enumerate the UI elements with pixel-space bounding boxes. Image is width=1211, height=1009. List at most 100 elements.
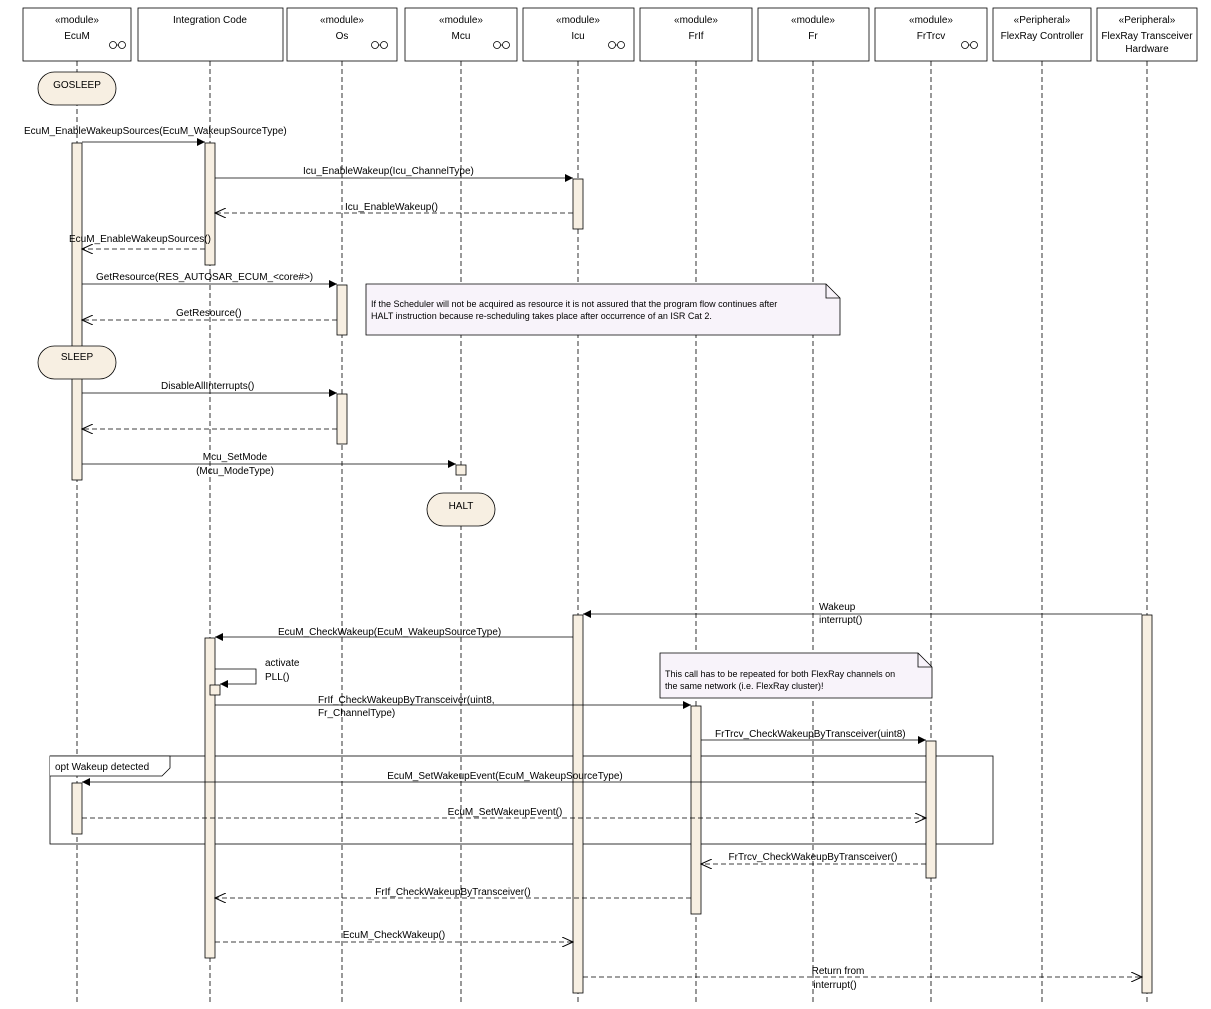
message-call: DisableAllInterrupts() — [82, 381, 337, 397]
lifelines — [76, 61, 1148, 1005]
message-label: Icu_EnableWakeup(Icu_ChannelType) — [303, 166, 474, 177]
state-sleep: SLEEP — [37, 345, 117, 380]
message-label-line2: interrupt() — [819, 615, 862, 626]
lifeline-header-ecum: «module» EcuM — [22, 7, 132, 62]
activation-os — [336, 284, 348, 336]
lifeline-header-frif: «module» FrIf — [639, 7, 753, 62]
lifeline-header-os: «module» Os — [286, 7, 398, 62]
activation-integration-code — [204, 637, 216, 959]
lifeline-header-flexray-controller: «Peripheral» FlexRay Controller — [992, 7, 1092, 62]
lifeline-header-integration-code: Integration Code — [137, 7, 284, 62]
stereotype: «Peripheral» — [1014, 15, 1071, 26]
activations — [71, 142, 1153, 994]
lifeline-name: Os — [336, 31, 349, 42]
message-call: EcuM_SetWakeupEvent(EcuM_WakeupSourceTyp… — [82, 771, 926, 786]
component-icon — [961, 41, 978, 49]
stereotype: «module» — [320, 15, 364, 26]
message-label-line2: PLL() — [265, 672, 289, 683]
stereotype: «module» — [55, 15, 99, 26]
message-label: EcuM_SetWakeupEvent() — [448, 807, 563, 818]
message-label: Icu_EnableWakeup() — [345, 202, 438, 213]
message-call: FrTrcv_CheckWakeupByTransceiver(uint8) — [701, 729, 926, 744]
message-label: Wakeup — [819, 602, 856, 613]
message-label: FrTrcv_CheckWakeupByTransceiver() — [729, 852, 898, 863]
lifeline-name: Mcu — [452, 31, 471, 42]
message-return: EcuM_EnableWakeupSources() — [69, 234, 211, 249]
stereotype: «module» — [791, 15, 835, 26]
message-call: Icu_EnableWakeup(Icu_ChannelType) — [215, 166, 573, 182]
message-label: Mcu_SetMode — [203, 452, 268, 463]
message-label: GetResource(RES_AUTOSAR_ECUM_<core#>) — [96, 272, 313, 283]
message-label: activate — [265, 658, 300, 669]
state-label: HALT — [449, 501, 474, 512]
lifeline-name: FrIf — [689, 31, 704, 42]
lifeline-name: EcuM — [64, 31, 90, 42]
message-return: EcuM_SetWakeupEvent() — [82, 807, 926, 818]
activation-mcu — [455, 464, 467, 476]
note-repeat-call: This call has to be repeated for both Fl… — [659, 652, 933, 699]
activation-frtrcv — [925, 740, 937, 879]
component-icon — [109, 41, 126, 49]
stereotype: «module» — [674, 15, 718, 26]
message-call: FrIf_CheckWakeupByTransceiver(uint8, Fr_… — [215, 695, 691, 719]
lifeline-header-icu: «module» Icu — [522, 7, 635, 62]
note-text: the same network (i.e. FlexRay cluster)! — [665, 681, 824, 691]
stereotype: «module» — [439, 15, 483, 26]
activation-frif — [690, 705, 702, 915]
state-gosleep: GOSLEEP — [37, 71, 117, 106]
lifeline-name: Integration Code — [173, 15, 247, 26]
message-label: EcuM_EnableWakeupSources(EcuM_WakeupSour… — [24, 126, 287, 137]
message-return: Return from interrupt() — [583, 966, 1142, 991]
activation-flexray-transceiver — [1141, 614, 1153, 994]
component-icon — [493, 41, 510, 49]
lifeline-header-frtrcv: «module» FrTrcv — [874, 7, 988, 62]
activation-ecum — [71, 142, 83, 481]
activation-os — [336, 393, 348, 445]
activation-integration-code-self — [209, 684, 221, 696]
note-scheduler: If the Scheduler will not be acquired as… — [365, 283, 841, 336]
note-text: HALT instruction because re-scheduling t… — [371, 311, 712, 321]
lifeline-name: Fr — [808, 31, 818, 42]
message-label-line2: interrupt() — [813, 980, 856, 991]
lifeline-name: FlexRay Controller — [1001, 31, 1084, 42]
state-label: SLEEP — [61, 352, 94, 363]
lifeline-header-flexray-transceiver: «Peripheral» FlexRay Transceiver Hardwar… — [1096, 7, 1198, 62]
message-label-line2: Fr_ChannelType) — [318, 708, 395, 719]
state-halt: HALT — [426, 492, 496, 527]
stereotype: «module» — [556, 15, 600, 26]
message-return: EcuM_CheckWakeup() — [215, 930, 573, 942]
note-text: This call has to be repeated for both Fl… — [665, 669, 895, 679]
message-label: DisableAllInterrupts() — [161, 381, 254, 392]
lifeline-header-fr: «module» Fr — [757, 7, 870, 62]
fragment-label: opt Wakeup detected — [55, 762, 149, 773]
note-text: If the Scheduler will not be acquired as… — [371, 299, 777, 309]
message-self-call: activate PLL() — [215, 658, 300, 688]
lifeline-name-line2: Hardware — [1125, 44, 1169, 55]
message-call: GetResource(RES_AUTOSAR_ECUM_<core#>) — [82, 272, 337, 288]
message-label: FrIf_CheckWakeupByTransceiver(uint8, — [318, 695, 495, 706]
message-call: EcuM_CheckWakeup(EcuM_WakeupSourceType) — [215, 627, 573, 641]
opt-fragment: opt Wakeup detected — [49, 755, 994, 845]
message-label: FrTrcv_CheckWakeupByTransceiver(uint8) — [715, 729, 906, 740]
message-call: Mcu_SetMode (Mcu_ModeType) — [82, 452, 456, 477]
lifeline-name: FlexRay Transceiver — [1101, 31, 1193, 42]
message-label: EcuM_CheckWakeup(EcuM_WakeupSourceType) — [278, 627, 501, 638]
message-label-line2: (Mcu_ModeType) — [196, 466, 274, 477]
lifeline-name: FrTrcv — [917, 31, 946, 42]
state-label: GOSLEEP — [53, 80, 101, 91]
message-label: EcuM_EnableWakeupSources() — [69, 234, 211, 245]
message-return: GetResource() — [82, 308, 337, 320]
activation-ecum — [71, 782, 83, 835]
activation-icu — [572, 614, 584, 994]
stereotype: «module» — [909, 15, 953, 26]
message-label: GetResource() — [176, 308, 242, 319]
component-icon — [608, 41, 625, 49]
message-return: FrTrcv_CheckWakeupByTransceiver() — [701, 852, 926, 864]
stereotype: «Peripheral» — [1119, 15, 1176, 26]
lifeline-name: Icu — [571, 31, 584, 42]
message-label: FrIf_CheckWakeupByTransceiver() — [375, 887, 530, 898]
lifeline-header-mcu: «module» Mcu — [404, 7, 518, 62]
message-label: EcuM_SetWakeupEvent(EcuM_WakeupSourceTyp… — [387, 771, 622, 782]
activation-integration-code — [204, 142, 216, 266]
message-label: Return from — [812, 966, 865, 977]
